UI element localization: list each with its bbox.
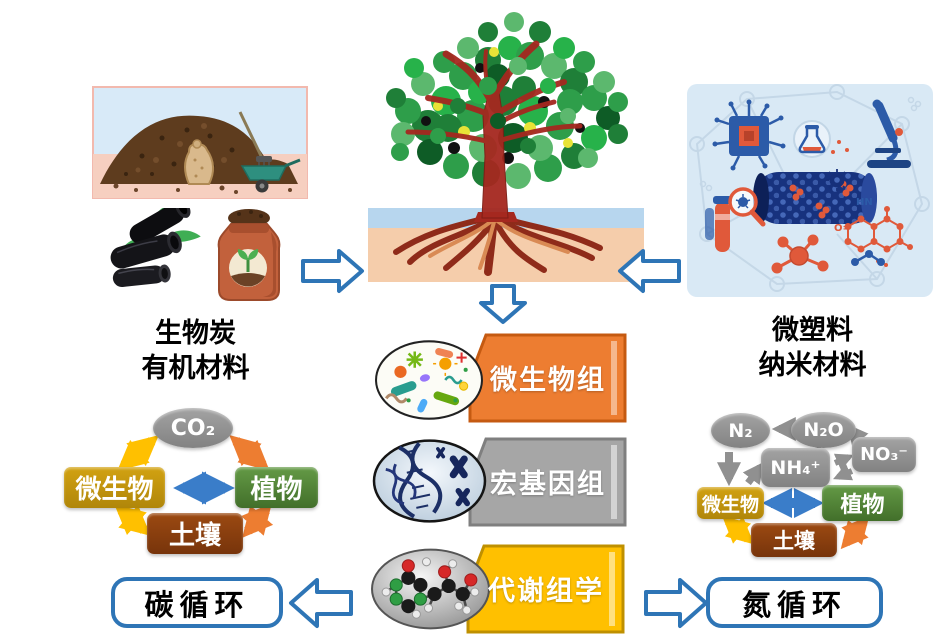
blue-molecule-icon (851, 250, 885, 266)
banner-metagenome-label: 宏基因组 (490, 468, 606, 500)
nitrogen-microbes-node: 微生物 (697, 487, 764, 519)
microbes-icon (375, 340, 483, 420)
test-tube-magnifier-icon (705, 187, 766, 252)
svg-text:HN: HN (856, 197, 873, 208)
nitrogen-plants-node: 植物 (822, 485, 903, 521)
carbon-microbes-node: 微生物 (64, 467, 165, 508)
left-source-line2: 有机材料 (141, 353, 250, 385)
charcoal-icon (110, 208, 201, 288)
nitrogen-no3-node: NO₃⁻ (852, 437, 916, 472)
virus-icon (826, 169, 848, 191)
arrow-to-nitrogen-cycle (644, 578, 708, 628)
tree-roots (393, 212, 603, 276)
banner-metabolomics-label: 代谢组学 (488, 575, 604, 607)
left-source-label: 生物炭 有机材料 (93, 316, 298, 386)
right-source-line2: 纳米材料 (758, 350, 867, 382)
banner-metabolomics: 代谢组学 (368, 541, 630, 637)
nanomaterials-icon: HN O= (687, 84, 933, 297)
banner-microbiome-label: 微生物组 (490, 364, 606, 396)
right-source-line1: 微塑料 (772, 315, 853, 346)
arrow-left-to-tree (301, 249, 364, 293)
hexagon-molecule-icon: HN O= (834, 197, 913, 267)
microscope-icon (867, 99, 911, 168)
svg-text:O=: O= (834, 223, 851, 234)
carbon-cycle-title: 碳循环 (111, 577, 283, 628)
red-molecule-icon (771, 234, 829, 274)
banner-microbiome: 微生物组 (370, 330, 632, 426)
nitrogen-n2o-node: N₂O (791, 412, 856, 448)
left-source-line1: 生物炭 (155, 318, 236, 349)
nitrogen-nh4-node: NH₄⁺ (761, 448, 830, 487)
compost-pile-icon (92, 86, 308, 199)
carbon-plants-node: 植物 (235, 467, 318, 508)
fertilizer-bag-icon (217, 209, 281, 301)
dna-icon (372, 439, 487, 523)
canopy-front (430, 57, 576, 154)
right-source-label: 微塑料 纳米材料 (710, 313, 915, 383)
carbon-co2-node: CO₂ (153, 408, 233, 448)
nitrogen-n2-node: N₂ (711, 413, 770, 448)
banner-metagenome: 宏基因组 (370, 434, 632, 530)
nitrogen-soil-node: 土壤 (751, 523, 837, 557)
arrow-to-carbon-cycle (289, 578, 353, 628)
molecule-icon (371, 548, 490, 630)
flask-icon (793, 120, 831, 158)
chip-icon (712, 99, 786, 171)
tree-with-roots-icon (368, 12, 644, 282)
nitrogen-cycle-title: 氮循环 (706, 577, 883, 628)
nanotube-icon (753, 172, 877, 224)
carbon-soil-node: 土壤 (147, 513, 243, 554)
tree-canopy (386, 12, 628, 189)
